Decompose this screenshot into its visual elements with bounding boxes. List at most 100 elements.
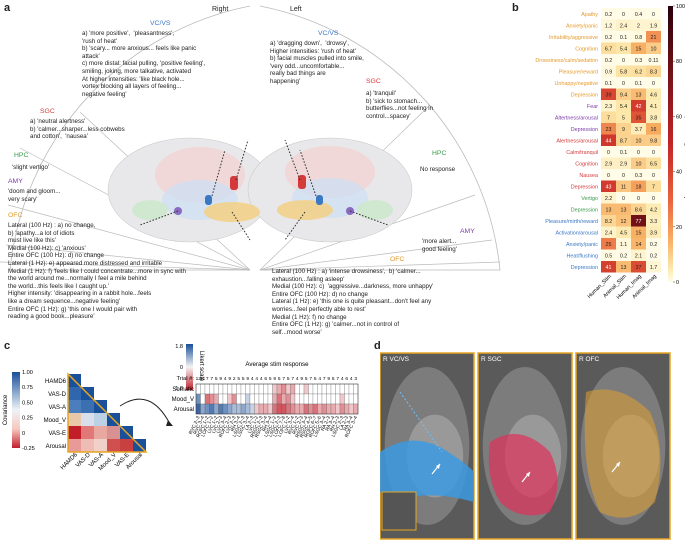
right-ofc-line: Medial (1 Hz): f) 'feels like I could co…	[8, 267, 186, 275]
right-vcvs-text: a) 'more positive', 'pleasantness','rush…	[82, 30, 205, 98]
cell-value: 0.1	[605, 81, 612, 87]
stim-cell	[254, 383, 260, 395]
stim-cell	[326, 383, 332, 395]
stim-cell	[200, 403, 206, 415]
left-hemisphere-title: Left	[290, 6, 302, 13]
cell-value: 4.2	[650, 208, 657, 214]
stim-cell	[204, 403, 210, 415]
cell-value: 3.8	[650, 116, 657, 122]
cov-cell	[94, 439, 107, 452]
heat-cell	[601, 226, 616, 238]
stim-cell	[339, 383, 345, 395]
cov-cell	[81, 426, 94, 439]
cell-value: 0.2	[620, 254, 627, 260]
heat-cell	[616, 111, 631, 123]
stim-cell	[218, 403, 224, 415]
left-amy-text: 'more alert...good feeling'	[422, 238, 457, 253]
trial-count: 5	[237, 376, 240, 382]
trial-count: 11	[200, 376, 205, 382]
cell-value: 0	[622, 12, 625, 18]
cell-value: 0	[652, 150, 655, 156]
trial-count: 12	[196, 376, 202, 382]
cell-value: 21	[651, 35, 657, 41]
cov-cell	[68, 413, 81, 426]
cell-value: 2.4	[620, 24, 627, 30]
left-amy-line: 'more alert...	[422, 238, 457, 245]
cell-value: 0.2	[605, 58, 612, 64]
cell-value: 0	[637, 150, 640, 156]
stim-cell	[240, 383, 246, 395]
stim-cell	[254, 403, 260, 415]
stim-response-title: Average stim response	[245, 361, 309, 368]
trial-count: 5	[242, 376, 245, 382]
trial-count: 9	[327, 376, 330, 382]
heat-cell	[616, 249, 631, 261]
likert-colorbar	[186, 344, 193, 390]
left-ofc-label: OFC	[390, 256, 405, 263]
stim-cell	[344, 383, 350, 395]
stim-cell	[308, 393, 314, 405]
left-vcvs-line: b) facial muscles pulled into smile,	[270, 55, 364, 63]
stim-cell	[312, 383, 318, 395]
cell-value: 3.3	[650, 219, 657, 225]
stim-cell	[348, 393, 354, 405]
cell-value: 5.4	[620, 104, 627, 110]
heat-cell	[601, 77, 616, 89]
trial-count: 4	[318, 376, 321, 382]
heat-cell	[616, 169, 631, 181]
cell-value: 23	[606, 127, 612, 133]
row-label: Activation/arousal	[555, 231, 598, 237]
colorbar-tick: 60	[676, 114, 682, 120]
stim-cell	[290, 403, 296, 415]
cell-value: 1.9	[650, 24, 657, 30]
row-label: Cognition	[575, 162, 598, 168]
heat-cell	[646, 88, 661, 100]
stim-cell	[236, 403, 242, 415]
heat-cell	[646, 134, 661, 146]
left-ofc-line: Entire OFC (1 Hz): g) 'calmer...not in c…	[272, 321, 400, 329]
cell-value: 2.2	[605, 196, 612, 202]
stim-cell	[339, 403, 345, 415]
right-hpc-line: 'slight vertigo'	[12, 164, 50, 171]
stim-cell	[321, 393, 327, 405]
cell-value: 9.8	[650, 139, 657, 145]
cell-value: 9	[622, 127, 625, 133]
colorbar-tick: 20	[676, 225, 682, 231]
cell-value: 2.9	[620, 162, 627, 168]
heat-cell	[631, 54, 646, 66]
row-label: Vertigo	[581, 196, 598, 202]
heat-cell	[616, 146, 631, 158]
heat-cell	[616, 65, 631, 77]
right-hpc-label: HPC	[14, 152, 29, 159]
panel-c-label: c	[4, 340, 11, 352]
heat-cell	[631, 157, 646, 169]
stim-cell	[285, 393, 291, 405]
trial-count: 7	[206, 376, 209, 382]
stim-cell	[267, 403, 273, 415]
stim-cell	[222, 393, 228, 405]
cov-tick: 0.50	[22, 400, 33, 406]
trial-count: 4	[341, 376, 344, 382]
trial-count: 7	[309, 376, 312, 382]
heat-cell	[616, 134, 631, 146]
trial-count: 5	[332, 376, 335, 382]
colorbar-tick: 80	[676, 59, 682, 65]
cov-row-label: Arousal	[46, 444, 66, 450]
right-amy-label: AMY	[8, 178, 23, 185]
heat-cell	[601, 100, 616, 112]
stim-cell	[236, 393, 242, 405]
right-ofc-line: Lateral (1 Hz): e) appeared more distres…	[8, 259, 163, 267]
cov-row-label: HAMD6	[45, 379, 67, 385]
trial-count: 7	[323, 376, 326, 382]
stim-cell	[281, 393, 287, 405]
stim-cell	[249, 393, 255, 405]
heat-cell	[616, 203, 631, 215]
cell-value: 43	[606, 185, 612, 191]
right-ofc-line: Higher intensity: 'disappearing in a rab…	[8, 290, 152, 298]
heat-cell	[631, 226, 646, 238]
right-amy-text: 'doom and gloom...very scary'	[8, 188, 60, 203]
cell-value: 0.3	[635, 173, 642, 179]
stim-cell	[276, 393, 282, 405]
stim-cell	[204, 393, 210, 405]
right-ofc-line: must live like this'	[8, 237, 56, 245]
